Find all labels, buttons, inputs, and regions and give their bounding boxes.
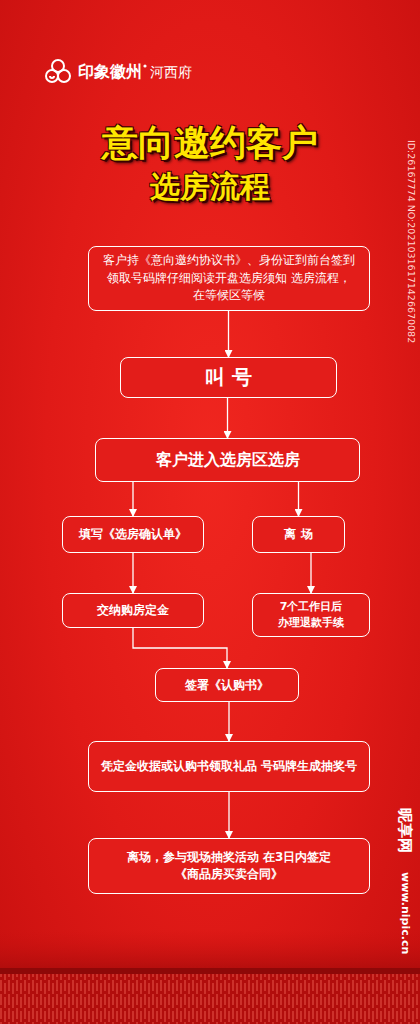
step-text: 凭定金收据或认购书领取礼品 号码牌生成抽奖号 — [101, 758, 357, 775]
process-box: 签署《认购书》 — [155, 668, 299, 702]
flow-arrow — [227, 398, 228, 438]
step-text: 离场，参与现场抽奖活动 在3日内签定《商品房买卖合同》 — [95, 849, 363, 884]
bottom-fade — [0, 930, 420, 980]
process-box: 叫 号 — [120, 357, 337, 398]
roof-ridge — [0, 968, 420, 974]
flow-arrow — [228, 792, 229, 838]
roof-tiles — [0, 974, 420, 1024]
process-box: 客户持《意向邀约协议书》、身份证到前台签到 领取号码牌仔细阅读开盘选房须知 选房… — [88, 246, 370, 311]
step-text: 客户进入选房区选房 — [156, 448, 300, 471]
watermark: www.nipic.cn — [399, 872, 412, 954]
process-box: 离 场 — [252, 516, 345, 553]
step-text: 叫 号 — [205, 363, 252, 392]
process-box: 填写《选房确认单》 — [62, 516, 204, 553]
step-text: 签署《认购书》 — [185, 677, 269, 694]
step-text: 客户持《意向邀约协议书》、身份证到前台签到 领取号码牌仔细阅读开盘选房须知 选房… — [95, 252, 363, 304]
process-box: 离场，参与现场抽奖活动 在3日内签定《商品房买卖合同》 — [88, 838, 370, 894]
process-box: 客户进入选房区选房 — [95, 438, 360, 482]
step-text: 填写《选房确认单》 — [79, 526, 187, 543]
flow-arrow — [298, 482, 299, 516]
process-box: 7个工作日后 办理退款手续 — [252, 593, 370, 637]
step-text: 离 场 — [284, 526, 312, 543]
logo-icon — [46, 60, 70, 82]
flow-arrow — [132, 553, 133, 593]
flow-arrow — [310, 553, 311, 593]
step-text: 交纳购房定金 — [97, 602, 169, 619]
flow-arrow — [132, 482, 133, 516]
title: 意向邀约客户 选房流程 — [80, 118, 340, 207]
process-box: 交纳购房定金 — [62, 593, 204, 628]
watermark: ID:26167774 NO:20210316171426670082 — [406, 140, 417, 343]
brand-subname: 河西府 — [150, 64, 192, 82]
brand-name: 印象徽州 — [78, 62, 142, 83]
step-text: 7个工作日后 办理退款手续 — [259, 599, 363, 631]
watermark: 昵享网 — [395, 808, 414, 853]
process-box: 凭定金收据或认购书领取礼品 号码牌生成抽奖号 — [88, 741, 370, 792]
flow-arrow — [133, 628, 227, 668]
flow-arrow — [228, 702, 229, 741]
brand-dot — [143, 64, 146, 67]
flow-arrow — [228, 311, 229, 357]
